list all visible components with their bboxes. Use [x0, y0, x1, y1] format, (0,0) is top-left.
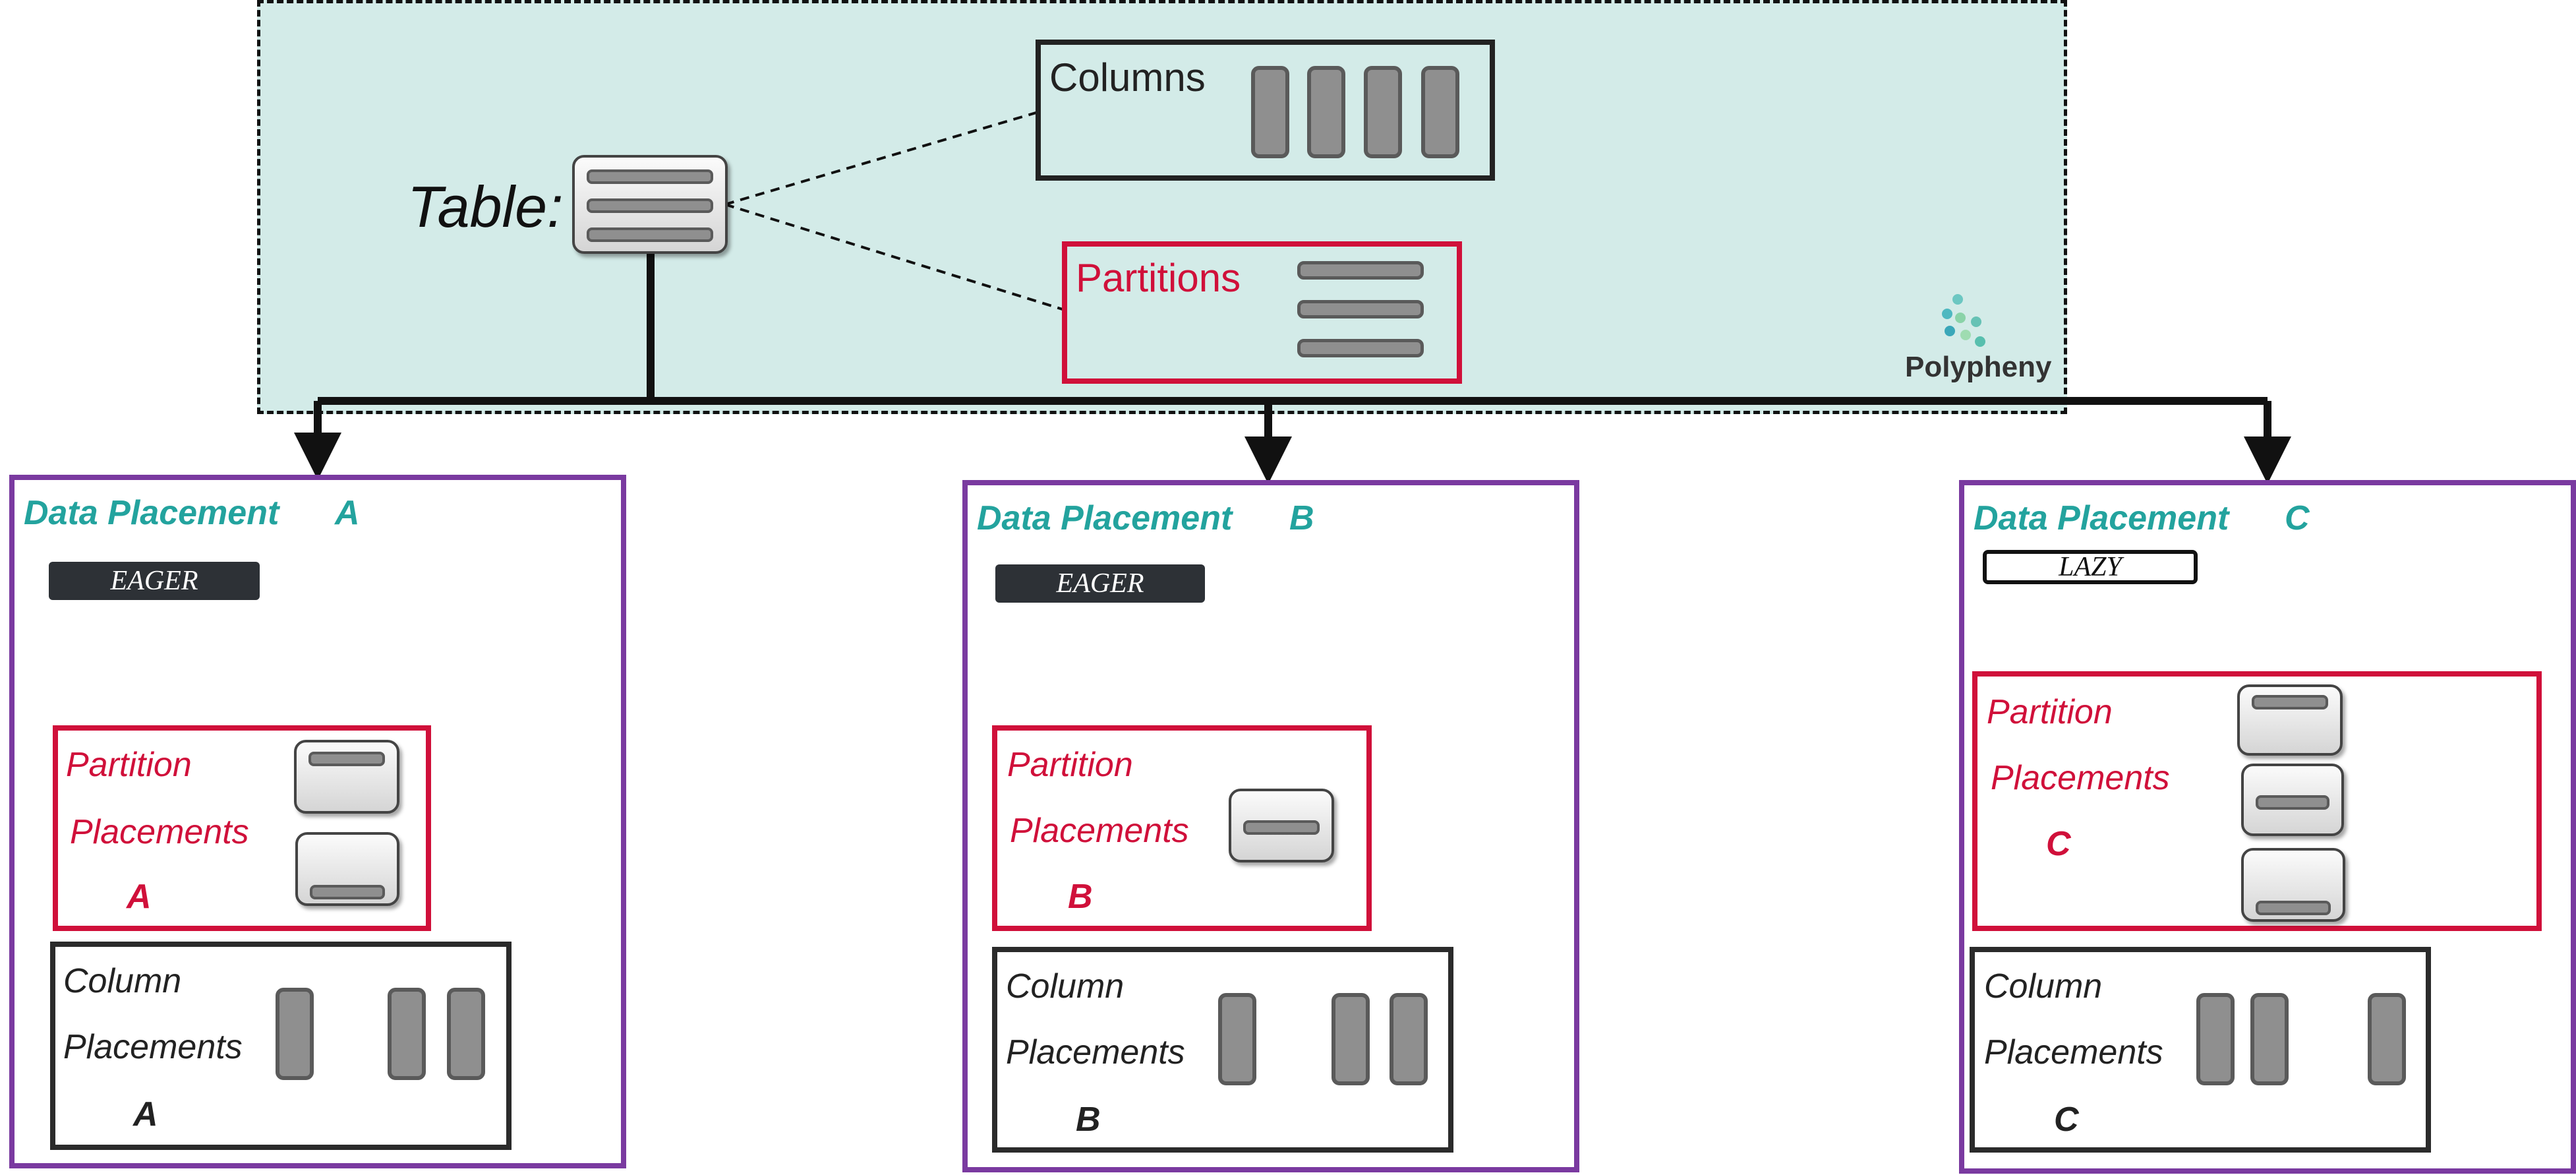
partitions-title: Partitions [1076, 256, 1241, 300]
column-placements-box [992, 947, 1453, 1153]
dashed-link-partitions [724, 203, 1065, 311]
column-placements-letter: A [133, 1095, 158, 1133]
partition-placements-label-2: Placements [1991, 759, 2170, 797]
column-icon [1218, 993, 1256, 1085]
column-icon [2368, 993, 2406, 1085]
placement-letter: A [335, 494, 360, 532]
partition-row-icon [1297, 261, 1424, 280]
table-server-icon [572, 155, 728, 254]
column-icon [1251, 66, 1289, 158]
dashed-link-columns [724, 111, 1039, 206]
partition-placements-letter: B [1068, 878, 1093, 916]
column-placements-label-2: Placements [1984, 1033, 2163, 1071]
partition-placements-label-2: Placements [1010, 812, 1189, 850]
partition-server-icon [2241, 848, 2345, 922]
partition-placements-label-1: Partition [66, 746, 192, 784]
placement-mode-tag: EAGER [995, 564, 1205, 603]
partition-server-icon [295, 832, 399, 906]
column-placements-label-1: Column [1006, 967, 1125, 1006]
partition-server-icon [2241, 764, 2344, 836]
partition-placements-label-1: Partition [1007, 746, 1133, 784]
placement-title: Data Placement [1974, 499, 2229, 537]
placement-letter: C [2285, 499, 2310, 537]
column-icon [1332, 993, 1370, 1085]
column-icon [1307, 66, 1345, 158]
column-icon [2196, 993, 2235, 1085]
placement-letter: B [1289, 499, 1314, 537]
column-icon [276, 988, 314, 1080]
placement-mode-tag: EAGER [49, 562, 260, 600]
column-placements-label-1: Column [1984, 967, 2103, 1006]
column-icon [388, 988, 426, 1080]
placement-mode-tag: LAZY [1983, 550, 2198, 584]
polypheny-logo-icon [1942, 294, 1985, 347]
polypheny-logo-text: Polypheny [1905, 351, 2052, 383]
partition-server-icon [2237, 684, 2343, 756]
placement-title: Data Placement [24, 494, 279, 532]
column-icon [1364, 66, 1402, 158]
column-placements-letter: B [1076, 1100, 1101, 1139]
column-placements-label-2: Placements [1006, 1033, 1185, 1071]
column-icon [447, 988, 485, 1080]
partition-row-icon [1297, 339, 1424, 357]
placement-title: Data Placement [977, 499, 1233, 537]
partition-server-icon [1229, 789, 1334, 862]
partition-placements-letter: C [2046, 825, 2071, 863]
partition-placements-label-1: Partition [1987, 693, 2113, 731]
column-placements-label-1: Column [63, 962, 182, 1000]
partition-placements-letter: A [127, 878, 152, 916]
columns-title: Columns [1049, 55, 1206, 100]
table-label: Table: [407, 174, 564, 239]
column-icon [1390, 993, 1428, 1085]
partition-server-icon [294, 740, 399, 814]
column-icon [2250, 993, 2289, 1085]
column-icon [1421, 66, 1459, 158]
partition-row-icon [1297, 300, 1424, 318]
partition-placements-label-2: Placements [70, 813, 249, 851]
column-placements-letter: C [2054, 1100, 2079, 1139]
column-placements-label-2: Placements [63, 1028, 243, 1066]
